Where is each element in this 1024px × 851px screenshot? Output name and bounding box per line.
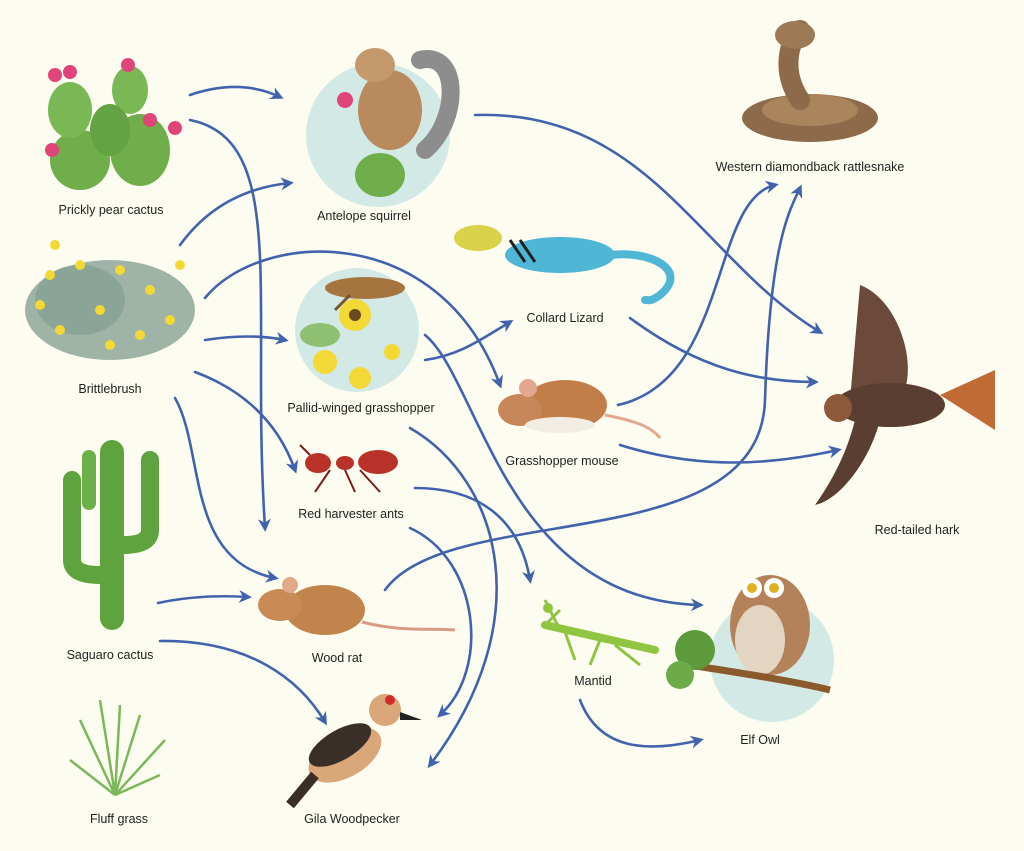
arrow-brittlebrush-to-squirrel — [178, 177, 294, 247]
label-elf-owl: Elf Owl — [740, 733, 780, 747]
label-rattlesnake: Western diamondback rattlesnake — [716, 160, 905, 174]
arrow-squirrel-to-hawk — [473, 113, 824, 335]
label-collard-lizard: Collard Lizard — [526, 311, 603, 325]
label-gila-woodpecker: Gila Woodpecker — [304, 812, 400, 826]
label-grasshopper: Pallid-winged grasshopper — [287, 401, 434, 415]
arrow-grasshopper-to-woodpecker — [408, 426, 498, 769]
arrow-saguaro-to-woodpecker — [158, 639, 327, 726]
arrow-mouse-to-snake — [616, 180, 779, 407]
collard-lizard-icon — [454, 225, 675, 305]
label-prickly-pear-cactus: Prickly pear cactus — [59, 203, 164, 217]
gila-woodpecker-icon — [286, 694, 422, 809]
arrow-prickly-pear-to-squirrel — [188, 85, 284, 99]
arrow-saguaro-to-wood-rat — [156, 589, 252, 605]
label-grasshopper-mouse: Grasshopper mouse — [505, 454, 618, 468]
label-red-tailed-hawk: Red-tailed hark — [875, 523, 961, 537]
arrow-lizard-to-hawk — [628, 316, 819, 389]
rattlesnake-icon — [742, 20, 878, 142]
antelope-squirrel-icon — [337, 48, 460, 197]
elf-owl-icon — [666, 575, 831, 694]
arrow-prickly-pear-to-ants — [188, 118, 271, 532]
wood-rat-icon — [258, 577, 456, 635]
arrow-brittlebrush-to-wood-rat — [173, 396, 279, 583]
arrow-brittlebrush-to-grasshopper — [203, 331, 289, 345]
grasshopper-icon — [300, 277, 405, 389]
label-mantid: Mantid — [574, 674, 612, 688]
prickly-pear-cactus-icon — [45, 58, 182, 190]
brittlebrush-icon — [25, 240, 195, 360]
fluff-grass-icon — [69, 699, 166, 797]
arrow-grasshopper-to-lizard — [423, 319, 514, 362]
label-red-harvester-ants: Red harvester ants — [298, 507, 404, 521]
label-brittlebrush: Brittlebrush — [78, 382, 141, 396]
mantid-icon — [541, 599, 659, 667]
label-saguaro-cactus: Saguaro cactus — [67, 648, 154, 662]
arrow-grasshopper-to-owl — [423, 333, 704, 612]
arrow-wood-rat-to-snake — [383, 184, 803, 592]
label-fluff-grass: Fluff grass — [90, 812, 148, 826]
arrow-brittlebrush-to-mouse — [203, 250, 503, 389]
red-harvester-ants-icon — [299, 444, 398, 493]
arrow-ants-to-woodpecker — [408, 526, 473, 718]
label-antelope-squirrel: Antelope squirrel — [317, 209, 411, 223]
red-tailed-hawk-icon — [815, 285, 995, 505]
arrow-brittlebrush-to-ants — [193, 370, 299, 474]
arrow-mantid-to-owl — [578, 698, 704, 749]
arrow-ants-to-mantid — [413, 486, 535, 584]
saguaro-cactus-icon — [63, 440, 159, 630]
arrow-mouse-to-hawk — [618, 443, 842, 464]
label-wood-rat: Wood rat — [312, 651, 363, 665]
food-web-arrows — [156, 85, 842, 769]
grasshopper-mouse-icon — [498, 379, 662, 439]
